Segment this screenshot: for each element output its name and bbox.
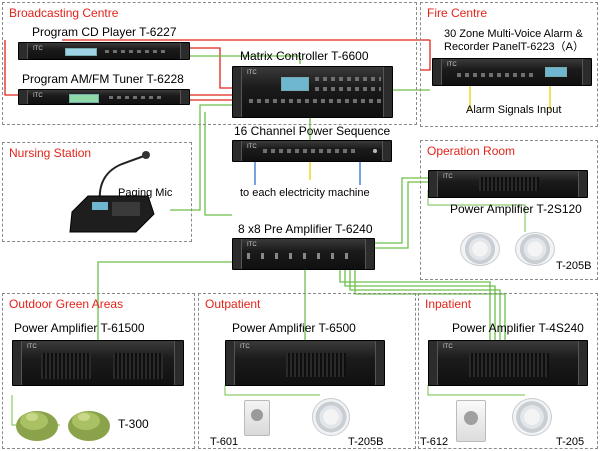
label-t205b-out: T-205B [348,436,384,448]
label-alarm-panel-line2: Recorder PanelT-6223（A） [444,41,585,53]
tuner-unit: ITC [18,89,190,105]
wire-preamp-to-inpatient-1 [339,270,491,345]
power-sequence-unit: ITC [232,140,392,162]
amp-4s240-unit: ITC [428,340,588,386]
zone-broadcasting-centre: Broadcasting Centre [2,2,417,125]
wire-fire-return [420,40,431,71]
matrix-controller-unit: ITC [232,66,393,118]
ceiling-speaker-icon [515,232,555,266]
zone-title-inpatient: Inpatient [425,297,472,311]
wire-cd-green [190,55,301,64]
wall-speaker-icon [456,400,486,442]
brand-logo-icon: ITC [447,62,457,68]
wire-cd-out [4,40,18,96]
label-power-sequence: 16 Channel Power Sequence [234,124,391,138]
brand-logo-icon: ITC [33,93,43,99]
brand-logo-icon: ITC [240,344,250,350]
wire-preamp-to-op-amp-2 [375,181,428,249]
zone-outdoor-green-areas: Outdoor Green Areas [2,293,195,449]
brand-logo-icon: ITC [247,70,257,76]
label-electricity: to each electricity machine [240,187,370,199]
pre-amp-unit: ITC [232,238,375,270]
label-alarm-panel-line1: 30 Zone Multi-Voice Alarm & [444,28,583,40]
zone-inpatient: Inpatient [418,293,598,449]
brand-logo-icon: ITC [247,144,257,150]
wire-mic-to-matrix [170,104,232,211]
label-amp-6500: Power Amplifier T-6500 [232,321,356,335]
label-t300: T-300 [118,417,149,431]
label-t205b-op: T-205B [556,260,592,272]
label-amp-2s120: Power Amplifier T-2S120 [450,202,582,216]
label-amp-4s240: Power Amplifier T-4S240 [452,321,584,335]
zone-outpatient: Outpatient [198,293,416,449]
label-amp-61500: Power Amplifier T-61500 [14,321,145,335]
label-tuner: Program AM/FM Tuner T-6228 [22,72,184,86]
brand-logo-icon: ITC [443,174,453,180]
wire-preamp-to-inpatient-3 [349,270,501,345]
ceiling-speaker-icon [512,398,552,436]
rock-speaker-icon [66,404,112,442]
zone-title-operation: Operation Room [427,144,516,158]
label-t601: T-601 [210,436,239,448]
wire-preamp-to-op-amp [375,177,428,244]
brand-logo-icon: ITC [443,344,453,350]
label-t205: T-205 [556,436,585,448]
zone-title-outdoor: Outdoor Green Areas [9,297,124,311]
zone-title-broadcasting: Broadcasting Centre [9,6,119,20]
zone-title-fire: Fire Centre [427,6,488,20]
ceiling-speaker-icon [460,232,500,266]
brand-logo-icon: ITC [27,344,37,350]
wire-preamp-to-inpatient-2 [344,270,496,345]
wire-preamp-to-inpatient-4 [354,270,506,345]
wall-speaker-icon [244,400,270,436]
ceiling-speaker-icon [312,398,350,436]
label-t612: T-612 [420,436,449,448]
alarm-panel-unit: ITC [432,58,592,86]
brand-logo-icon: ITC [33,46,43,52]
zone-title-nursing: Nursing Station [9,146,92,160]
paging-mic-icon [62,150,162,236]
zone-operation-room: Operation Room [420,140,598,280]
zone-fire-centre: Fire Centre [420,2,598,127]
zone-nursing-station: Nursing Station [2,142,192,242]
amp-6500-unit: ITC [225,340,385,386]
wire-cd-to-matrix [190,47,232,89]
amp-61500-unit: ITC [12,340,184,386]
label-pre-amp: 8 x8 Pre Amplifier T-6240 [238,222,373,236]
wire-preamp-to-outdoor [97,261,232,340]
amp-2s120-unit: ITC [428,170,588,198]
cd-player-unit: ITC [18,42,190,60]
wire-matrix-to-preamp [204,112,232,216]
zone-title-outpatient: Outpatient [205,297,261,311]
rock-speaker-icon [14,404,60,442]
wire-outpatient-speakers [224,385,320,396]
label-alarm-signals: Alarm Signals Input [466,104,562,116]
label-cd-player: Program CD Player T-6227 [32,25,177,39]
wire-inpatient-speakers [427,385,525,396]
label-matrix: Matrix Controller T-6600 [240,49,369,63]
brand-logo-icon: ITC [247,242,257,248]
